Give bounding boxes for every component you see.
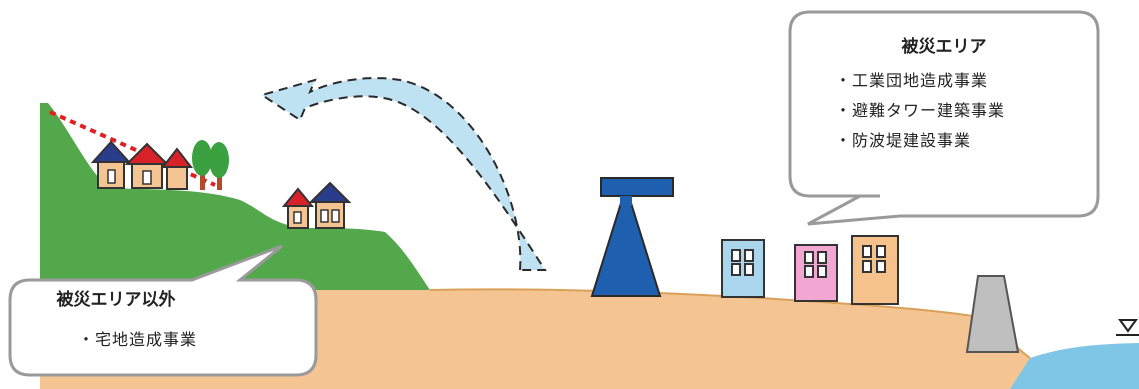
sea — [1010, 343, 1139, 389]
building-pink — [795, 245, 837, 301]
callout-affected-item: ・防波堤建設事業 — [835, 131, 971, 150]
house — [163, 149, 191, 189]
callout-affected-area: 被災エリア ・工業団地造成事業 ・避難タワー建築事業 ・防波堤建設事業 — [790, 12, 1098, 224]
house — [284, 189, 312, 228]
callout-non-affected-item: ・宅地造成事業 — [78, 330, 197, 349]
callout-affected-item: ・工業団地造成事業 — [835, 71, 988, 90]
callout-affected-item: ・避難タワー建築事業 — [835, 101, 1005, 120]
houses-upper — [93, 140, 229, 190]
building-blue — [722, 240, 764, 297]
houses-lower — [284, 183, 349, 228]
evacuation-tower-icon — [592, 178, 673, 296]
seawall-icon — [967, 276, 1018, 352]
hill — [40, 103, 430, 290]
tree-icon — [192, 140, 212, 190]
building-orange — [852, 236, 898, 304]
callout-non-affected-title: 被災エリア以外 — [57, 289, 176, 310]
callout-affected-title: 被災エリア — [902, 36, 987, 57]
house — [311, 183, 349, 228]
house — [93, 142, 129, 188]
water-level-triangle-icon — [1120, 320, 1136, 331]
